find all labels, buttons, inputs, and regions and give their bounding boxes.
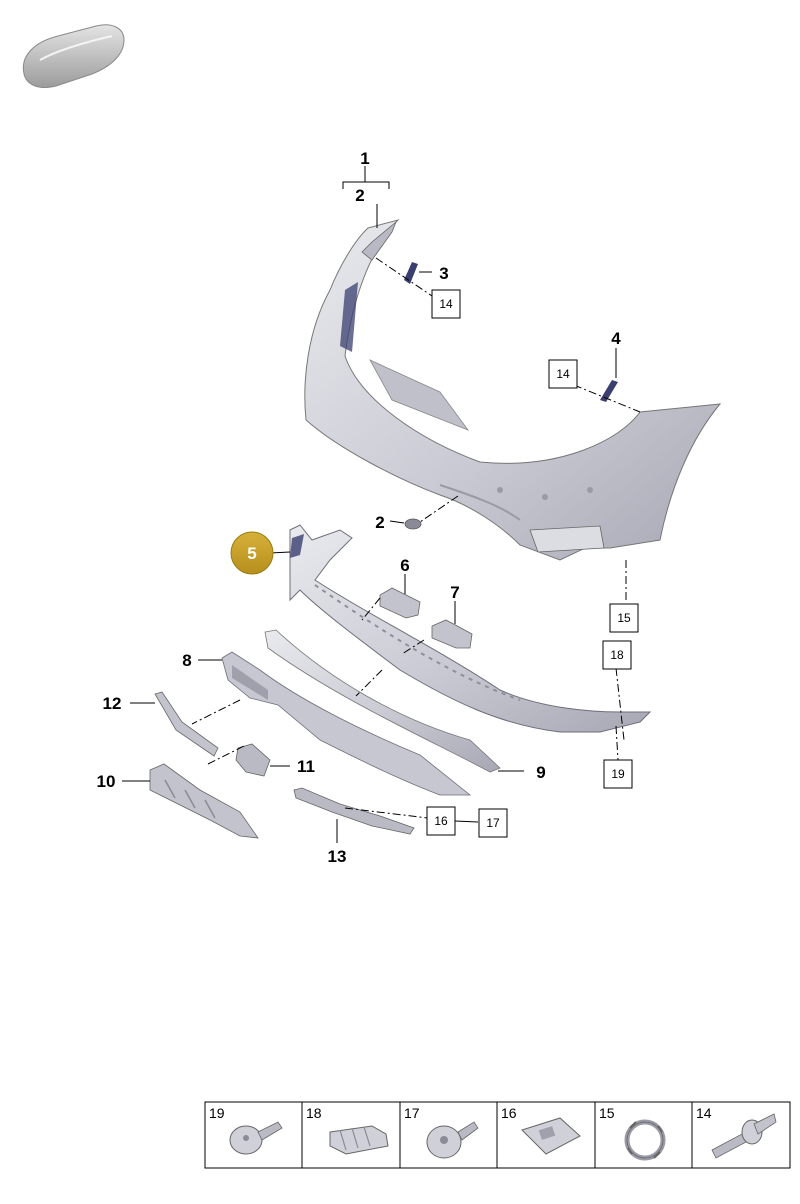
ref-box-label: 14 <box>439 297 453 311</box>
callout-8[interactable]: 8 <box>182 651 191 670</box>
legend-cell-18[interactable]: 18 <box>306 1105 389 1155</box>
spring-nut-icon <box>521 1117 581 1155</box>
callout-10[interactable]: 10 <box>97 772 116 791</box>
retaining-ring-icon <box>624 1119 666 1161</box>
legend-cell-14[interactable]: 14 <box>696 1105 777 1159</box>
cross-member-part-13 <box>293 787 415 835</box>
ref-box-16[interactable]: 16 <box>426 806 456 836</box>
expansion-rivet-icon <box>426 1121 479 1159</box>
ref-box-label: 18 <box>610 648 624 662</box>
cover-cap-part-4 <box>600 380 618 402</box>
plastic-rivet-icon <box>229 1121 283 1155</box>
assembly-lines <box>191 257 641 819</box>
callout-6[interactable]: 6 <box>400 556 409 575</box>
bracket-part-11 <box>235 743 271 777</box>
callout-labels: 1 2 3 4 2 5 6 7 8 9 10 11 12 13 <box>97 149 622 866</box>
legend-label: 15 <box>599 1105 615 1121</box>
ref-box-14-right[interactable]: 14 <box>548 359 578 389</box>
legend-label: 17 <box>404 1105 420 1121</box>
trim-strip-part-9 <box>264 629 501 773</box>
ref-box-label: 19 <box>611 767 625 781</box>
ref-box-19[interactable]: 19 <box>603 759 633 789</box>
boxed-references: 14 14 15 18 19 16 17 <box>426 289 639 838</box>
callout-2-lower[interactable]: 2 <box>375 513 384 532</box>
callout-2-upper[interactable]: 2 <box>355 186 364 205</box>
callout-12[interactable]: 12 <box>103 694 122 713</box>
ref-box-label: 17 <box>486 816 500 830</box>
car-thumbnail-icon <box>22 24 125 88</box>
ref-box-label: 15 <box>617 611 631 625</box>
legend-cell-15[interactable]: 15 <box>599 1105 666 1161</box>
callout-13[interactable]: 13 <box>328 847 347 866</box>
callout-9[interactable]: 9 <box>536 763 545 782</box>
callout-5-highlight[interactable]: 5 <box>230 531 274 575</box>
ref-box-label: 16 <box>434 814 448 828</box>
bracket-part-7 <box>431 619 473 649</box>
callout-5: 5 <box>247 544 256 563</box>
plug-part <box>404 518 422 530</box>
ref-box-label: 14 <box>556 367 570 381</box>
legend-label: 16 <box>501 1105 517 1121</box>
legend-label: 19 <box>209 1105 225 1121</box>
push-rivet-icon <box>711 1113 777 1159</box>
callout-1[interactable]: 1 <box>360 149 369 168</box>
ref-box-17[interactable]: 17 <box>478 808 508 838</box>
spring-clip-icon <box>329 1125 389 1155</box>
ref-box-14-upper[interactable]: 14 <box>431 289 461 319</box>
legend-cell-19[interactable]: 19 <box>209 1105 283 1155</box>
legend-cell-16[interactable]: 16 <box>501 1105 581 1155</box>
legend-cell-17[interactable]: 17 <box>404 1105 479 1159</box>
bracket-part-12 <box>154 691 219 757</box>
cover-cap-part-3 <box>404 262 418 284</box>
fastener-legend: 19 18 17 16 <box>204 1101 791 1169</box>
callout-7[interactable]: 7 <box>450 583 459 602</box>
legend-label: 14 <box>696 1105 712 1121</box>
bumper-cover-part <box>304 219 722 561</box>
callout-4[interactable]: 4 <box>611 329 621 348</box>
callout-3[interactable]: 3 <box>439 264 448 283</box>
ref-box-15[interactable]: 15 <box>609 603 639 633</box>
legend-label: 18 <box>306 1105 322 1121</box>
ref-box-18[interactable]: 18 <box>602 640 632 670</box>
bracket-part-6 <box>379 587 421 619</box>
front-spoiler-lip-part <box>289 524 652 733</box>
callout-11[interactable]: 11 <box>297 757 315 776</box>
undertray-part-8 <box>221 651 472 796</box>
air-deflector-part-10 <box>149 763 259 839</box>
trim-strip-part <box>361 221 397 261</box>
